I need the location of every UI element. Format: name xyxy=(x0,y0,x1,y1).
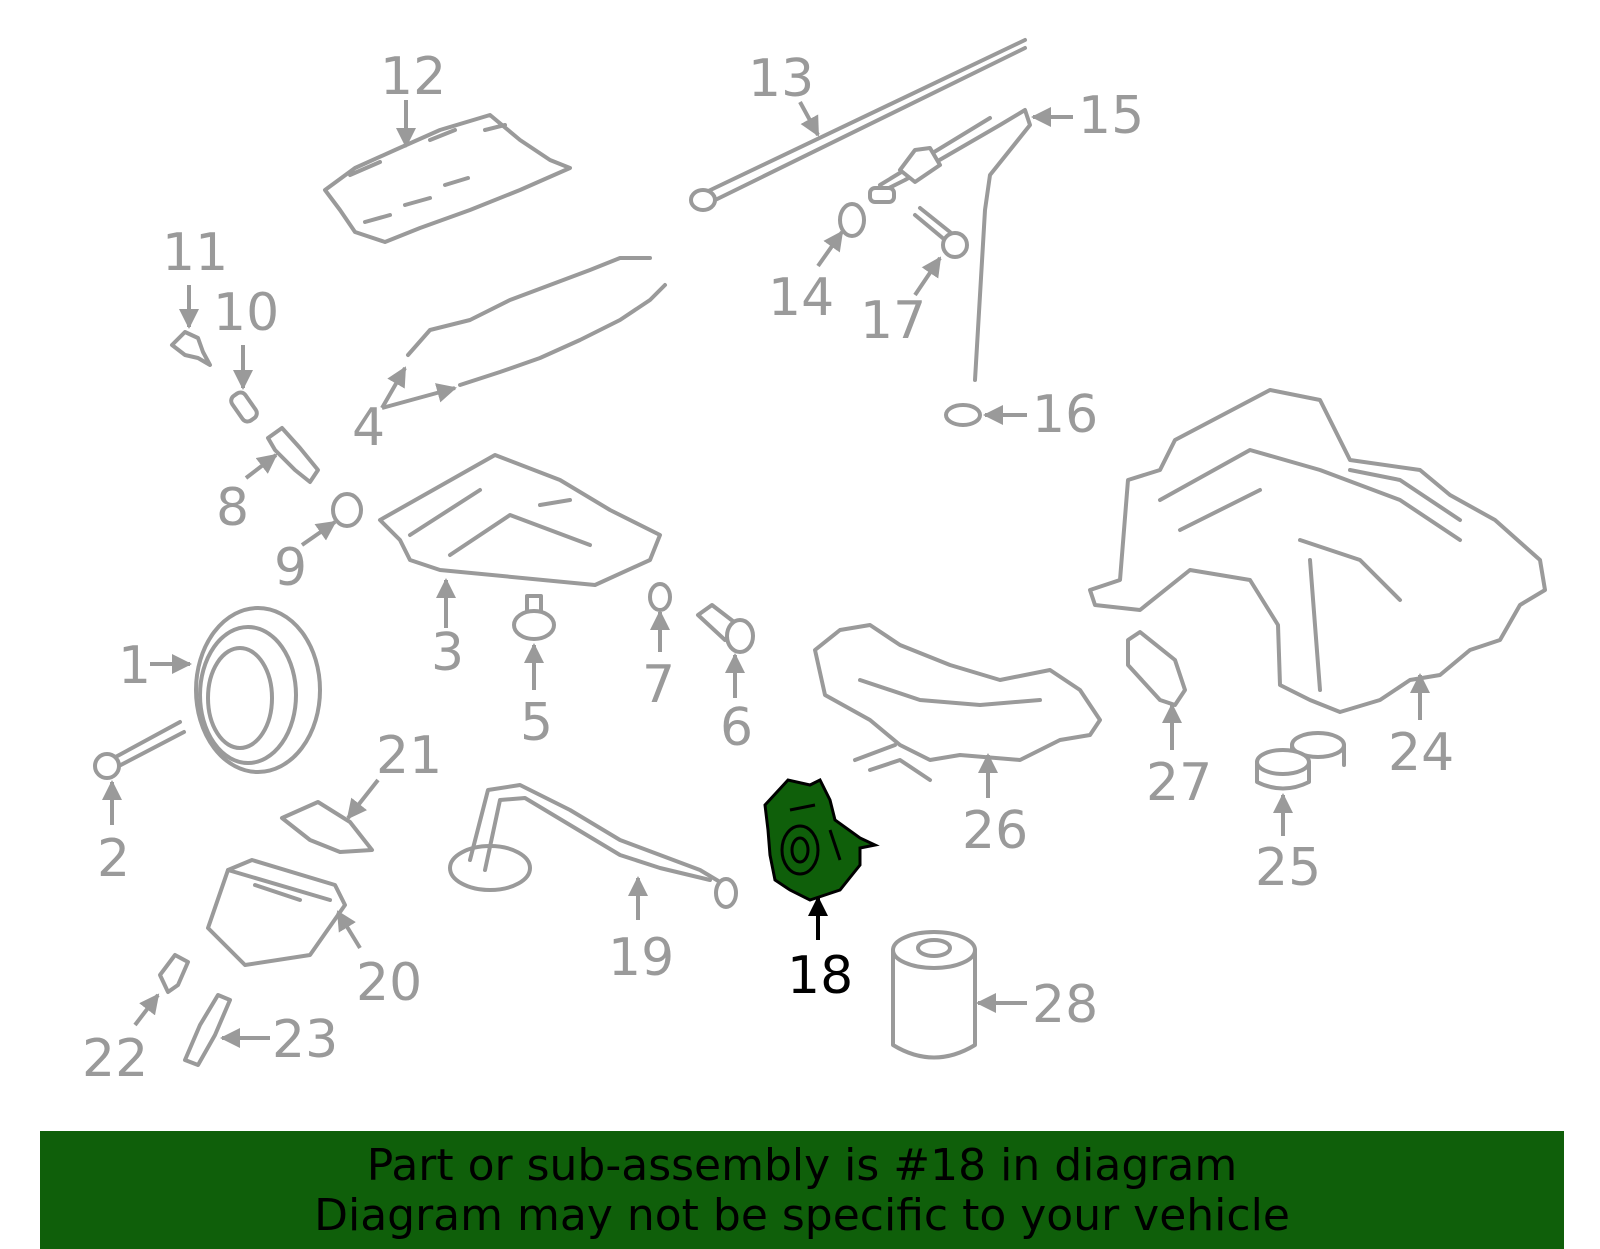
label-18: 18 xyxy=(787,946,853,1006)
label-26: 26 xyxy=(962,801,1028,861)
part-11-clip xyxy=(170,330,212,367)
label-5: 5 xyxy=(520,693,553,753)
part-19-pickup-tube xyxy=(448,783,738,909)
label-14: 14 xyxy=(768,268,834,328)
label-7: 7 xyxy=(642,655,675,715)
label-20: 20 xyxy=(356,953,422,1013)
banner-line-1: Part or sub-assembly is #18 in diagram xyxy=(366,1140,1238,1191)
banner-line-2: Diagram may not be specific to your vehi… xyxy=(314,1190,1290,1241)
part-1-pulley xyxy=(194,606,322,774)
label-2: 2 xyxy=(97,829,130,889)
label-22: 22 xyxy=(82,1029,148,1089)
label-9: 9 xyxy=(274,538,307,598)
part-23-fitting xyxy=(183,993,232,1067)
label-3: 3 xyxy=(431,623,464,683)
part-16-seal xyxy=(944,403,982,427)
part-8-sensor xyxy=(266,426,320,484)
part-7-o-ring xyxy=(648,582,672,612)
label-24: 24 xyxy=(1388,723,1454,783)
label-1: 1 xyxy=(118,636,151,696)
part-27-gasket xyxy=(1126,630,1187,707)
part-17-bolt xyxy=(913,206,969,259)
label-21: 21 xyxy=(376,726,442,786)
part-13-dipstick xyxy=(689,38,1027,212)
label-8: 8 xyxy=(216,478,249,538)
label-6: 6 xyxy=(720,698,753,758)
part-24-upper-oil-pan xyxy=(1088,388,1547,714)
label-25: 25 xyxy=(1255,838,1321,898)
part-12-engine-cover xyxy=(323,113,572,244)
label-28: 28 xyxy=(1032,975,1098,1035)
part-5-drain-plug xyxy=(512,594,556,641)
part-28-oil-filter xyxy=(891,930,977,1060)
callout-arrows xyxy=(102,100,1430,1048)
label-4: 4 xyxy=(352,398,385,458)
part-21-gasket xyxy=(280,800,374,854)
label-16: 16 xyxy=(1032,385,1098,445)
callout-labels: 12 13 15 14 17 16 11 10 8 9 4 3 5 7 6 1 … xyxy=(82,47,1454,1089)
part-4-gaskets xyxy=(406,256,667,387)
part-26-baffle xyxy=(813,623,1102,782)
part-14-o-ring xyxy=(838,202,866,238)
part-25-seals xyxy=(1255,731,1346,791)
part-22-fitting xyxy=(158,953,190,994)
part-10-plug xyxy=(229,390,259,424)
label-13: 13 xyxy=(748,49,814,109)
part-18-oil-pump xyxy=(763,777,880,902)
label-10: 10 xyxy=(213,283,279,343)
part-9-grommet xyxy=(331,492,363,528)
label-23: 23 xyxy=(272,1010,338,1070)
info-banner: Part or sub-assembly is #18 in diagram D… xyxy=(40,1131,1564,1249)
part-3-oil-pan xyxy=(378,453,662,587)
label-17: 17 xyxy=(860,291,926,351)
part-20-oil-cooler xyxy=(206,858,347,967)
part-2-bolt xyxy=(93,720,186,780)
label-19: 19 xyxy=(608,928,674,988)
label-27: 27 xyxy=(1146,753,1212,813)
label-12: 12 xyxy=(380,47,446,107)
part-6-sensor xyxy=(696,603,755,654)
label-15: 15 xyxy=(1078,86,1144,146)
part-15-dipstick-tube xyxy=(868,108,1032,382)
label-11: 11 xyxy=(162,223,228,283)
